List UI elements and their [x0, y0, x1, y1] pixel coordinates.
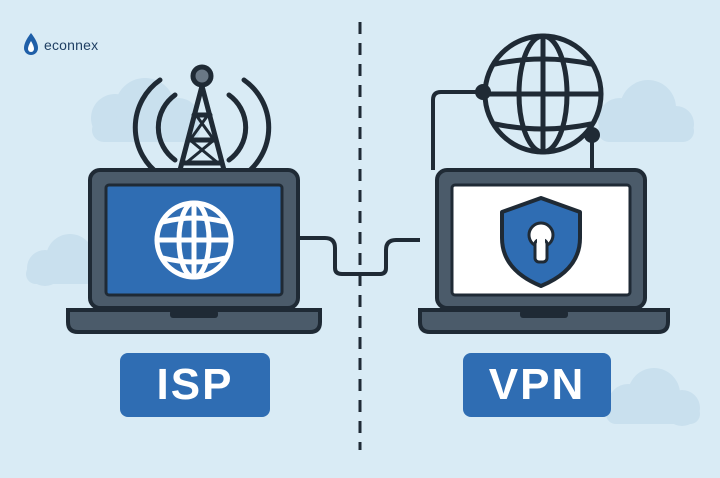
cloud-bottom-right [606, 368, 700, 426]
globe-network-icon [482, 33, 604, 155]
vpn-label: VPN [463, 353, 611, 417]
globe-icon [154, 200, 234, 280]
flame-drop-icon [24, 33, 38, 55]
cloud-top-left [91, 78, 200, 142]
brand-name: econnex [44, 37, 99, 53]
shield-lock-icon [500, 196, 582, 288]
brand-logo: econnex [22, 30, 98, 60]
cloud-top-right [598, 80, 694, 142]
isp-label: ISP [120, 353, 270, 417]
cloud-left-middle [26, 234, 96, 286]
connection-cables [296, 90, 594, 276]
radio-tower-icon [132, 64, 272, 178]
isp-label-text: ISP [156, 360, 234, 409]
cable-between-laptops [296, 236, 420, 276]
vpn-label-text: VPN [488, 360, 586, 409]
cable-to-globe [431, 90, 483, 170]
background-clouds [26, 78, 700, 426]
